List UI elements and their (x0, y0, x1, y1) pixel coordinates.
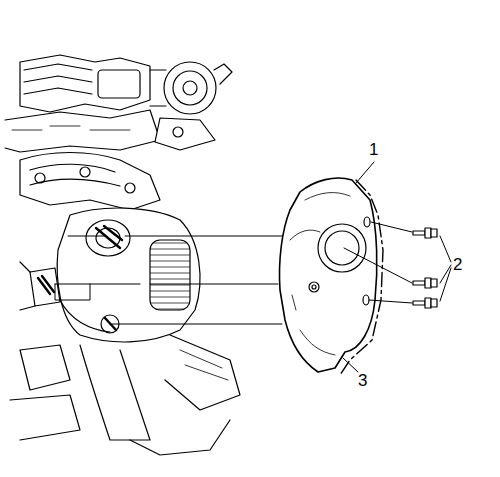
leader-line (343, 162, 451, 372)
exhaust-manifold (20, 153, 160, 211)
alignment-line (344, 222, 412, 303)
phantom-line (340, 180, 383, 375)
catalytic-converter (57, 208, 200, 342)
bolt (413, 228, 437, 308)
throttle-body (150, 62, 232, 150)
exhaust-pipe (10, 335, 240, 455)
callout-number: 2 (453, 256, 462, 273)
sensor-bracket (20, 262, 60, 310)
alignment-line (55, 236, 290, 324)
callout-number: 1 (369, 141, 378, 158)
engine-head (5, 55, 160, 152)
callout-number: 3 (358, 372, 367, 389)
heat-shield (279, 178, 376, 372)
